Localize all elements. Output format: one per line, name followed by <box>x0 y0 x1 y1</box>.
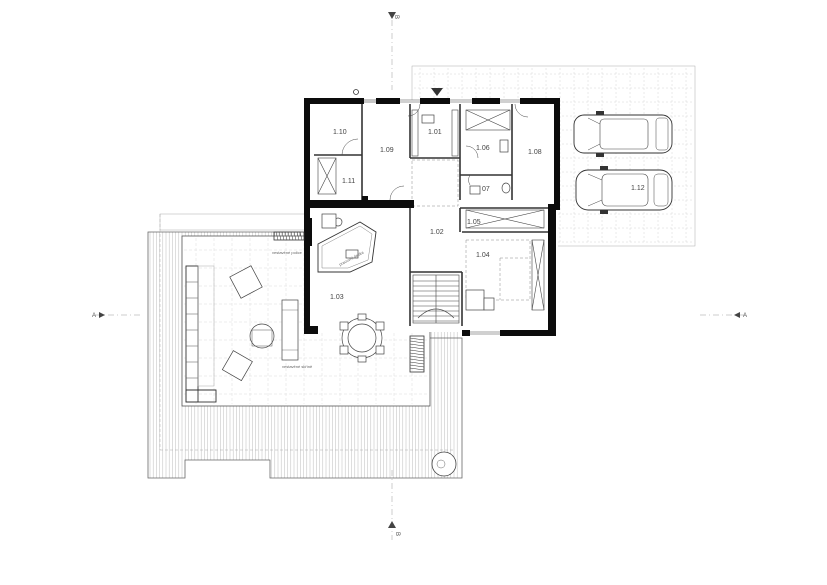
hot-tub <box>431 451 457 477</box>
car-bottom-icon <box>575 166 673 214</box>
room-labels: 1.10 1.09 1.01 1.06 1.08 1.11 07 1.12 1.… <box>330 129 645 301</box>
room-label-1-10: 1.10 <box>333 129 347 136</box>
kitchen-counter <box>317 213 377 273</box>
socket-icon <box>353 89 359 95</box>
room-label-07: 07 <box>482 186 490 193</box>
building-interior <box>310 100 558 363</box>
dining-table <box>339 313 385 363</box>
staircase <box>412 274 460 324</box>
entrance-arrow <box>431 88 443 96</box>
room-label-1-11: 1.11 <box>342 178 355 185</box>
room-label-1-05: 1.05 <box>467 219 481 226</box>
room-label-1-03: 1.03 <box>330 294 344 301</box>
section-marker-top: B <box>388 12 399 19</box>
room-label-1-08: 1.08 <box>528 149 542 156</box>
section-label-top: B <box>393 15 399 19</box>
room-label-1-06: 1.06 <box>476 145 490 152</box>
room-label-1-04: 1.04 <box>476 252 490 259</box>
room-label-1-09: 1.09 <box>380 147 394 154</box>
living-furniture <box>185 231 425 403</box>
section-axes <box>95 20 745 540</box>
car-top-icon <box>573 111 673 157</box>
exterior-walls <box>304 98 560 336</box>
section-marker-bottom: B <box>388 521 400 536</box>
section-label-right: A <box>743 313 747 319</box>
note-shelves: vestavěné police <box>272 250 303 255</box>
room-label-1-01: 1.01 <box>428 129 442 136</box>
section-label-bottom: B <box>394 532 400 536</box>
section-label-left: A <box>92 313 96 319</box>
room-label-1-12: 1.12 <box>631 185 645 192</box>
section-marker-right: A <box>734 312 747 319</box>
note-wardrobes: vestavěné skříně <box>282 364 313 369</box>
section-marker-left: A <box>92 312 105 319</box>
room-label-1-02: 1.02 <box>430 229 444 236</box>
windows <box>364 99 520 335</box>
